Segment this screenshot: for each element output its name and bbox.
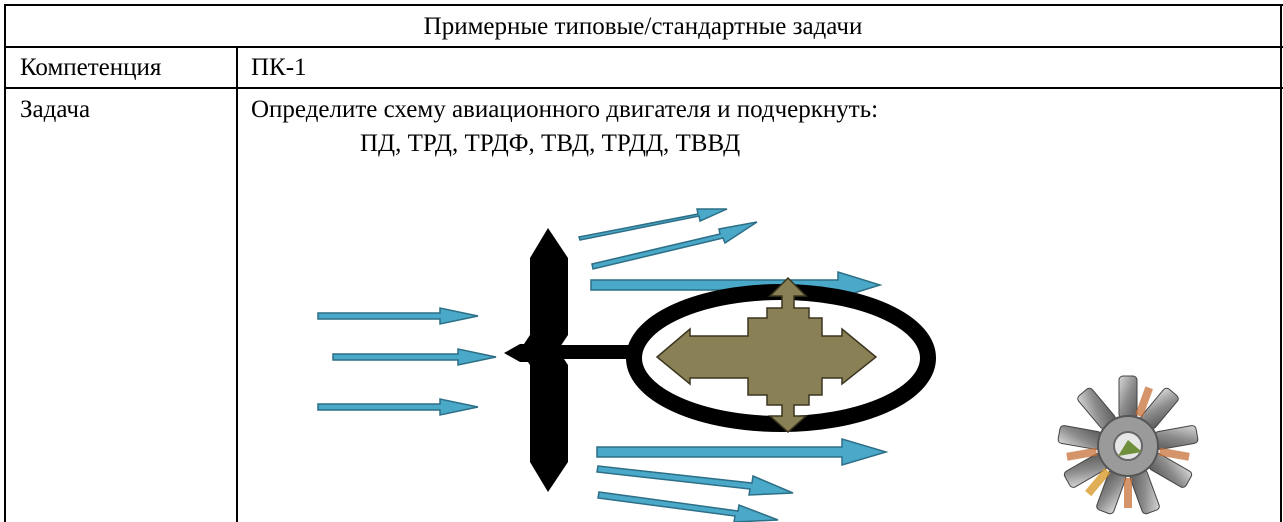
engine-core	[626, 276, 936, 434]
table-border-title-bottom	[4, 46, 1283, 48]
outflow-arrows-bottom	[596, 437, 889, 522]
propeller-icon	[504, 228, 642, 492]
table-border-right	[1280, 4, 1282, 522]
combustion-cross-icon	[655, 276, 878, 434]
propeller-shaft	[548, 345, 642, 359]
inflow-arrows	[317, 307, 497, 416]
row-value-competence: ПК-1	[251, 54, 307, 81]
table-title: Примерные типовые/стандартные задачи	[423, 13, 863, 40]
outflow-arrows-top	[578, 208, 883, 300]
outflow-arrow-top-1	[578, 208, 728, 241]
row-label-task: Задача	[20, 96, 91, 123]
table-border-column-divider	[236, 46, 238, 522]
inflow-arrow-2	[332, 348, 497, 366]
outflow-arrow-top-3	[590, 270, 883, 300]
inflow-arrow-3	[317, 398, 479, 416]
engine-accent	[1118, 440, 1142, 456]
outflow-arrow-bottom-1	[596, 437, 889, 467]
engine-cylinders	[1057, 375, 1199, 515]
task-question: Определите схему авиационного двигателя …	[251, 96, 879, 123]
propeller-hub	[504, 344, 538, 362]
table-border-row1-bottom	[4, 87, 1283, 89]
row-label-competence: Компетенция	[20, 54, 162, 81]
task-options: ПД, ТРД, ТРДФ, ТВД, ТРДД, ТВВД	[360, 130, 741, 157]
inflow-arrow-1	[317, 307, 479, 325]
propeller-blade	[520, 228, 568, 492]
engine-ring-inner-line	[646, 305, 916, 415]
table-border-top	[4, 4, 1283, 6]
outflow-arrow-bottom-2	[596, 465, 794, 496]
table-border-left	[4, 4, 6, 522]
outflow-arrow-bottom-3	[597, 491, 779, 522]
radial-engine-photo	[1057, 375, 1199, 515]
outflow-arrow-top-2	[591, 221, 758, 270]
